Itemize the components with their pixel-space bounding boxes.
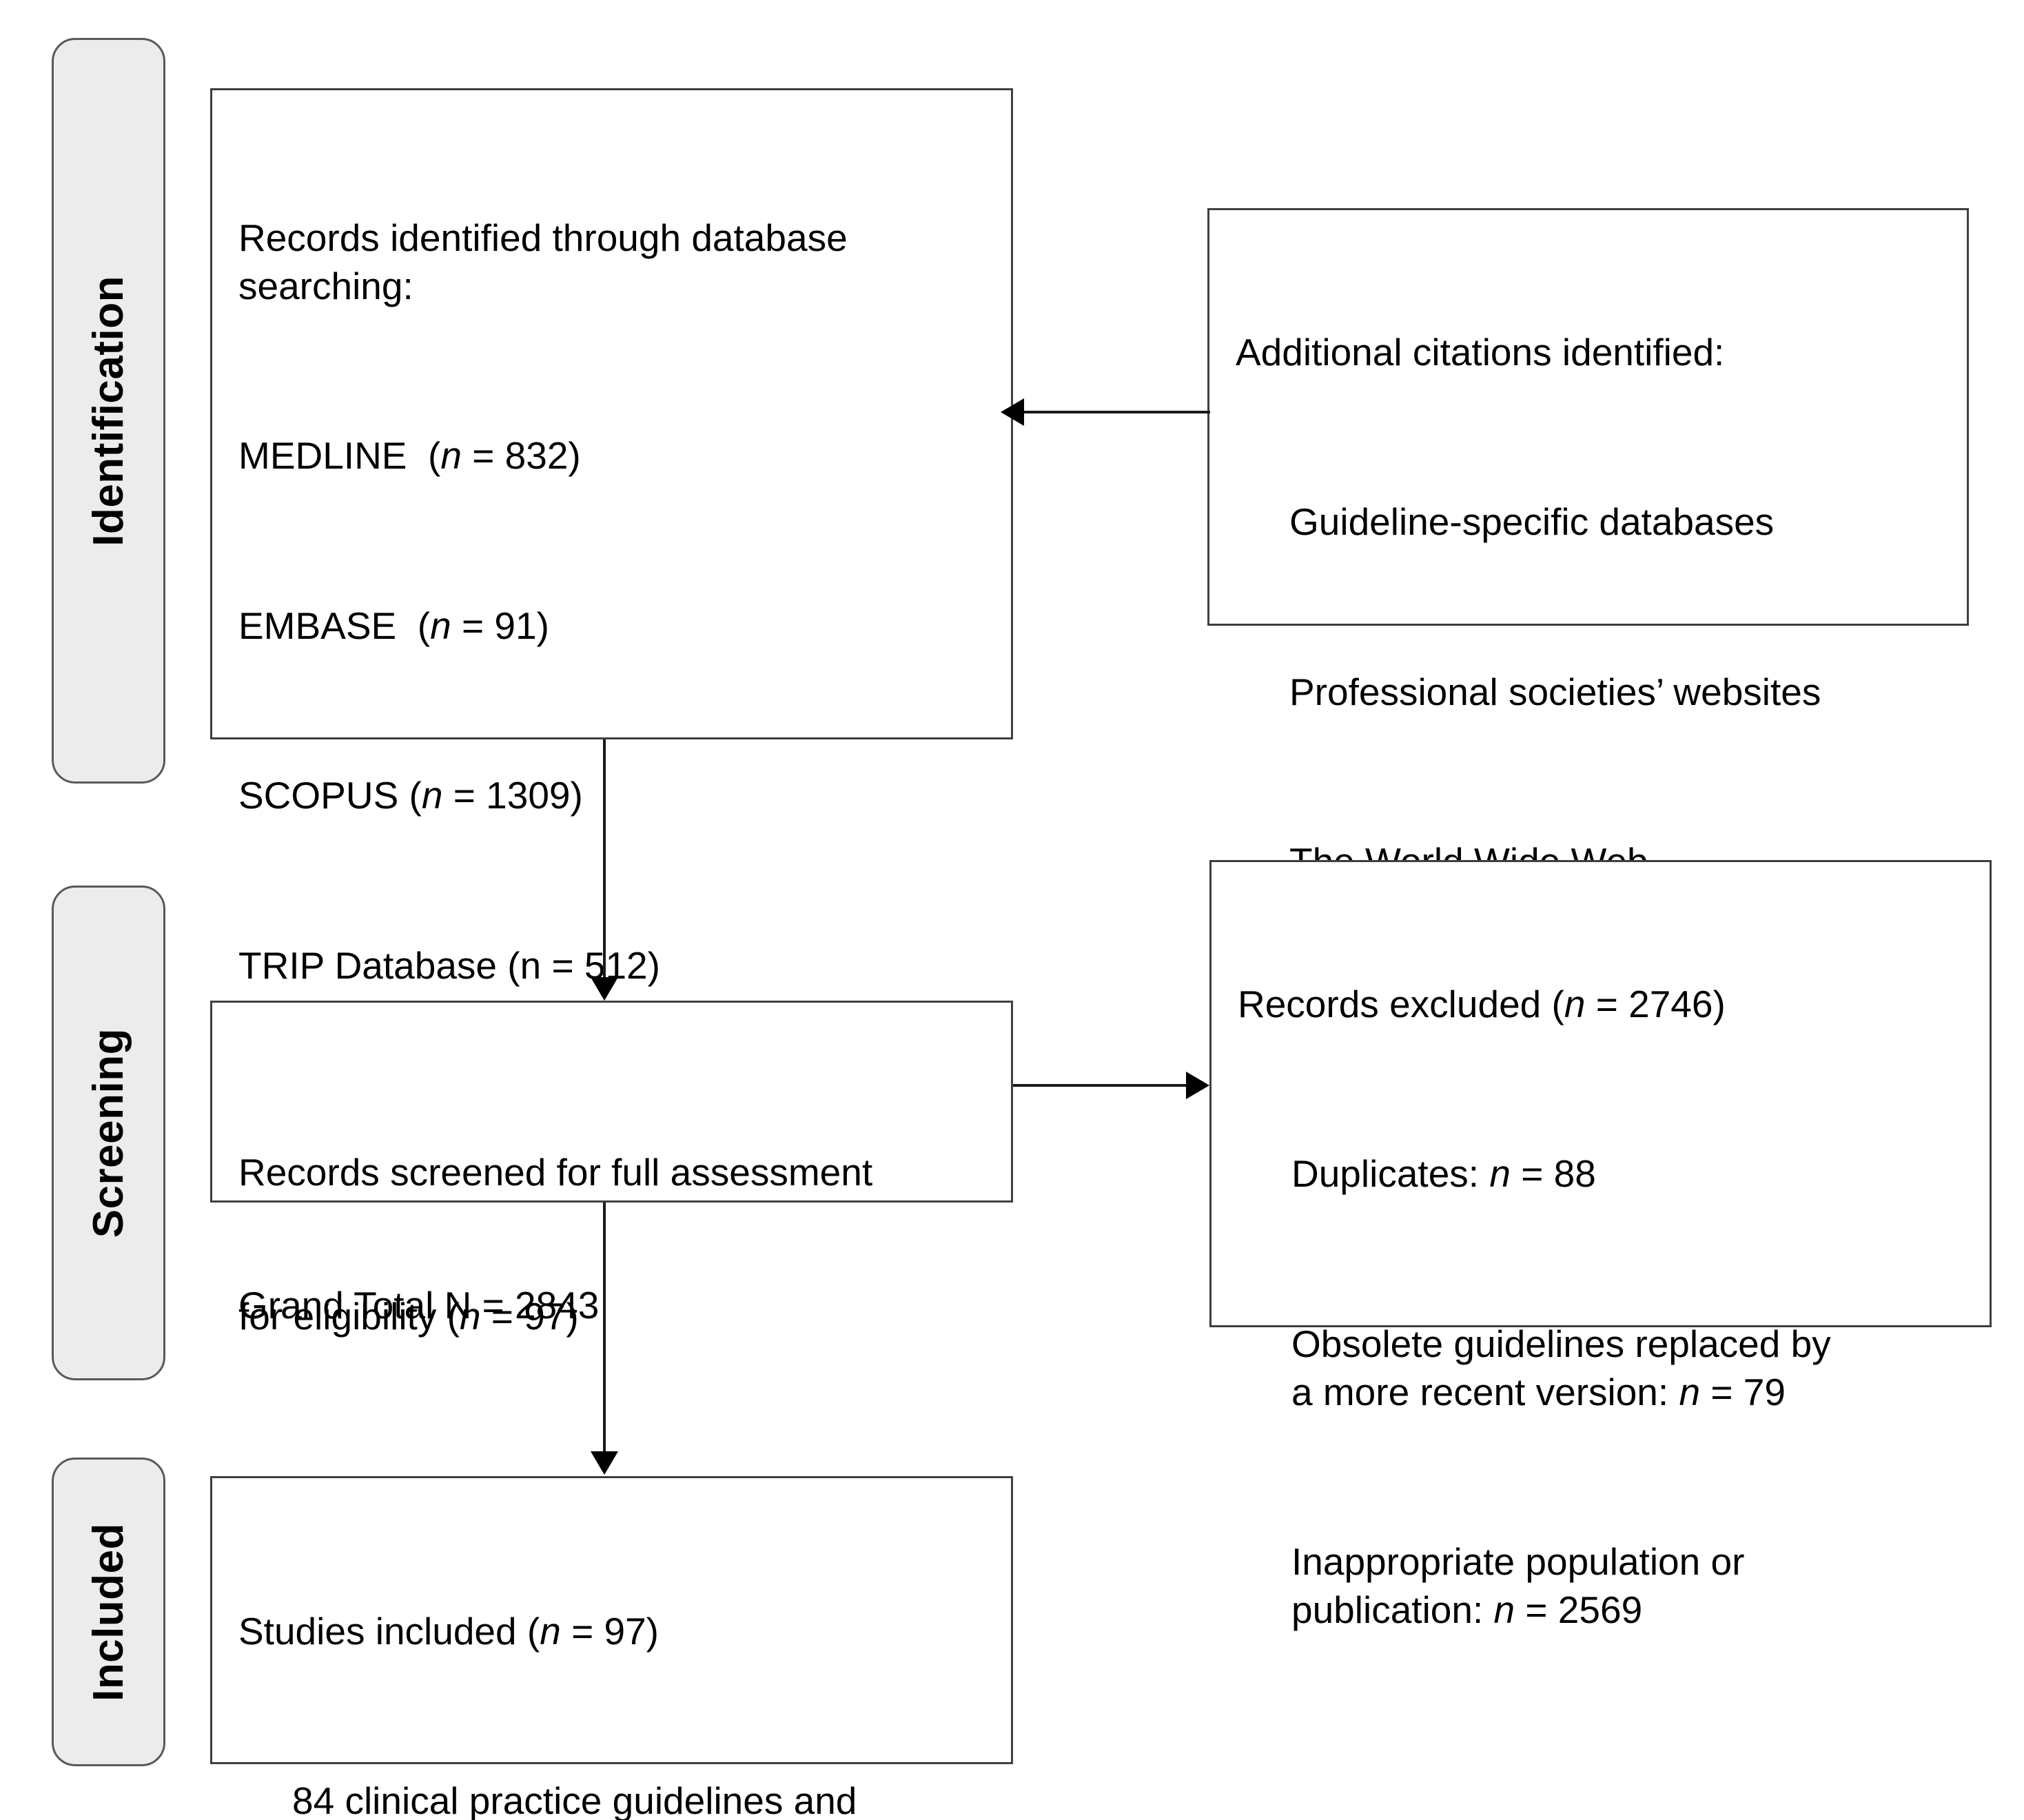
connector-screened-to-included xyxy=(603,1203,606,1453)
arrowhead-additional-to-identified xyxy=(1001,398,1024,426)
arrowhead-screened-to-excluded xyxy=(1186,1072,1209,1099)
records-identified-content: Records identified through database sear… xyxy=(238,118,990,1426)
stage-bar-screening: Screening xyxy=(52,886,165,1380)
records-excluded-title: Records excluded (n = 2746) xyxy=(1238,982,1726,1025)
records-identified-scopus: SCOPUS (n = 1309) xyxy=(238,774,583,817)
box-records-screened: Records screened for full assessment for… xyxy=(210,1001,1013,1338)
records-identified-embase: EMBASE (n = 91) xyxy=(238,604,549,647)
records-screened-line-1: Records screened for full assessment xyxy=(238,1150,873,1194)
additional-citations-item-1: Professional societies’ websites xyxy=(1289,670,1821,713)
stage-label-identification: Identification xyxy=(84,275,132,546)
records-screened-content: Records screened for full assessment for… xyxy=(238,1052,990,1438)
arrowhead-screened-to-included xyxy=(591,1451,618,1475)
box-studies-included: Studies included (n = 97) 84 clinical pr… xyxy=(210,1476,1013,1820)
additional-citations-title: Additional citations identified: xyxy=(1236,330,1725,374)
records-screened-line-2: for eligibility (n = 97) xyxy=(238,1295,579,1338)
box-additional-citations: Additional citations identified: Guideli… xyxy=(1207,208,1969,1053)
arrowhead-identified-to-screened xyxy=(591,977,618,1001)
records-identified-grand-total: Grand Total N = 2843 xyxy=(238,1283,600,1327)
box-records-excluded: Records excluded (n = 2746) Duplicates: … xyxy=(1209,860,1992,1631)
records-excluded-reason-duplicates: Duplicates: n = 88 xyxy=(1291,1152,1596,1196)
stage-bar-included: Included xyxy=(52,1458,165,1766)
stage-label-included: Included xyxy=(84,1522,132,1701)
additional-citations-item-0: Guideline-specific databases xyxy=(1289,500,1775,544)
connector-identified-to-screened xyxy=(603,739,606,979)
box-records-identified: Records identified through database sear… xyxy=(210,88,1013,1327)
studies-included-content: Studies included (n = 97) 84 clinical pr… xyxy=(238,1511,990,1820)
stage-label-screening: Screening xyxy=(84,1027,132,1238)
records-excluded-content: Records excluded (n = 2746) Duplicates: … xyxy=(1238,884,1968,1731)
records-identified-trip: TRIP Database (n = 512) xyxy=(238,943,660,987)
records-identified-title: Records identified through database sear… xyxy=(238,216,858,307)
studies-included-detail-line-1: 84 clinical practice guidelines and xyxy=(292,1779,857,1820)
records-identified-medline: MEDLINE (n = 832) xyxy=(238,434,581,478)
stage-bar-identification: Identification xyxy=(52,38,165,784)
connector-additional-to-identified xyxy=(1024,411,1210,413)
studies-included-title: Studies included (n = 97) xyxy=(238,1609,659,1653)
connector-screened-to-excluded xyxy=(1013,1084,1186,1087)
